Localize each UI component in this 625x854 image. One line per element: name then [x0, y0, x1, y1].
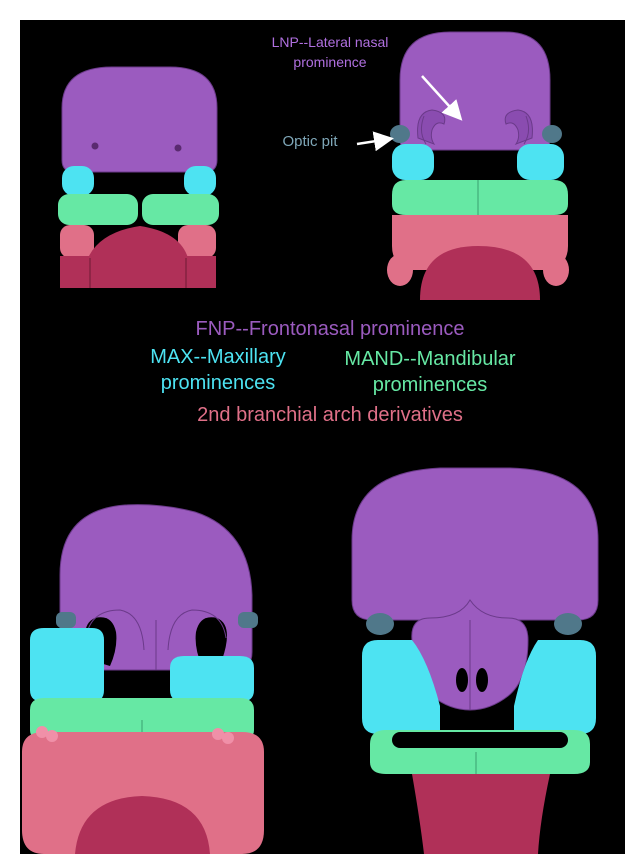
lnp-label-line1: LNP--Lateral nasal	[238, 32, 422, 52]
stage-2-mand	[392, 180, 568, 215]
stage-3-max-left	[30, 628, 104, 702]
stage-2-optic-pit-left	[390, 125, 410, 143]
stage-4-nostril-left	[456, 668, 468, 692]
stage-3-lobe-right-2	[222, 732, 234, 744]
stage-3-max-right	[170, 656, 254, 702]
stage-1-arch2-base-right	[186, 256, 216, 288]
lnp-label: LNP--Lateral nasal prominence	[238, 32, 422, 72]
stage-1-max-left	[62, 166, 94, 196]
arch2-label: 2nd branchial arch derivatives	[150, 404, 510, 427]
stage-1-arch2-center	[88, 226, 188, 288]
stage-2-max-right	[517, 144, 564, 180]
stage-4-face	[352, 468, 598, 854]
stage-1-nasal-placode-right	[175, 145, 182, 152]
stage-3-optic-pit-left	[56, 612, 76, 628]
stage-2-max-left	[392, 144, 434, 180]
stage-4-optic-pit-left	[366, 613, 394, 635]
stage-2-optic-pit-right	[542, 125, 562, 143]
stage-3-optic-pit-right	[238, 612, 258, 628]
max-label-line1: MAX--Maxillary	[128, 344, 308, 370]
stage-1-nasal-placode-left	[92, 143, 99, 150]
stage-1-mand-left	[58, 194, 138, 225]
stage-3-face	[22, 505, 264, 854]
stage-2-arch2-lobe-left	[387, 254, 413, 286]
stage-1-mand-right	[142, 194, 219, 225]
max-label: MAX--Maxillary prominences	[128, 344, 308, 396]
stage-1-max-right	[184, 166, 216, 196]
stage-1-fnp	[62, 67, 217, 172]
stage-2-face	[387, 32, 569, 300]
stage-4-arch2	[412, 774, 550, 854]
mand-label: MAND--Mandibular prominences	[320, 346, 540, 398]
lnp-label-line2: prominence	[238, 52, 422, 72]
stage-4-fnp	[352, 468, 598, 620]
stage-3-lobe-left-2	[46, 730, 58, 742]
optic-pit-arrow	[357, 139, 389, 144]
stage-1-arch2-base-left	[60, 256, 90, 288]
stage-4-nostril-right	[476, 668, 488, 692]
optic-pit-label: Optic pit	[268, 133, 352, 150]
stage-4-oral-opening	[392, 732, 568, 748]
stage-1-face	[58, 67, 219, 288]
fnp-label: FNP--Frontonasal prominence	[130, 318, 530, 341]
diagram-frame: LNP--Lateral nasal prominence Optic pit …	[20, 20, 625, 854]
stage-4-optic-pit-right	[554, 613, 582, 635]
mand-label-line2: prominences	[320, 372, 540, 398]
mand-label-line1: MAND--Mandibular	[320, 346, 540, 372]
stage-1-arch2-left	[60, 225, 94, 258]
max-label-line2: prominences	[128, 370, 308, 396]
stage-2-arch2-lobe-right	[543, 254, 569, 286]
